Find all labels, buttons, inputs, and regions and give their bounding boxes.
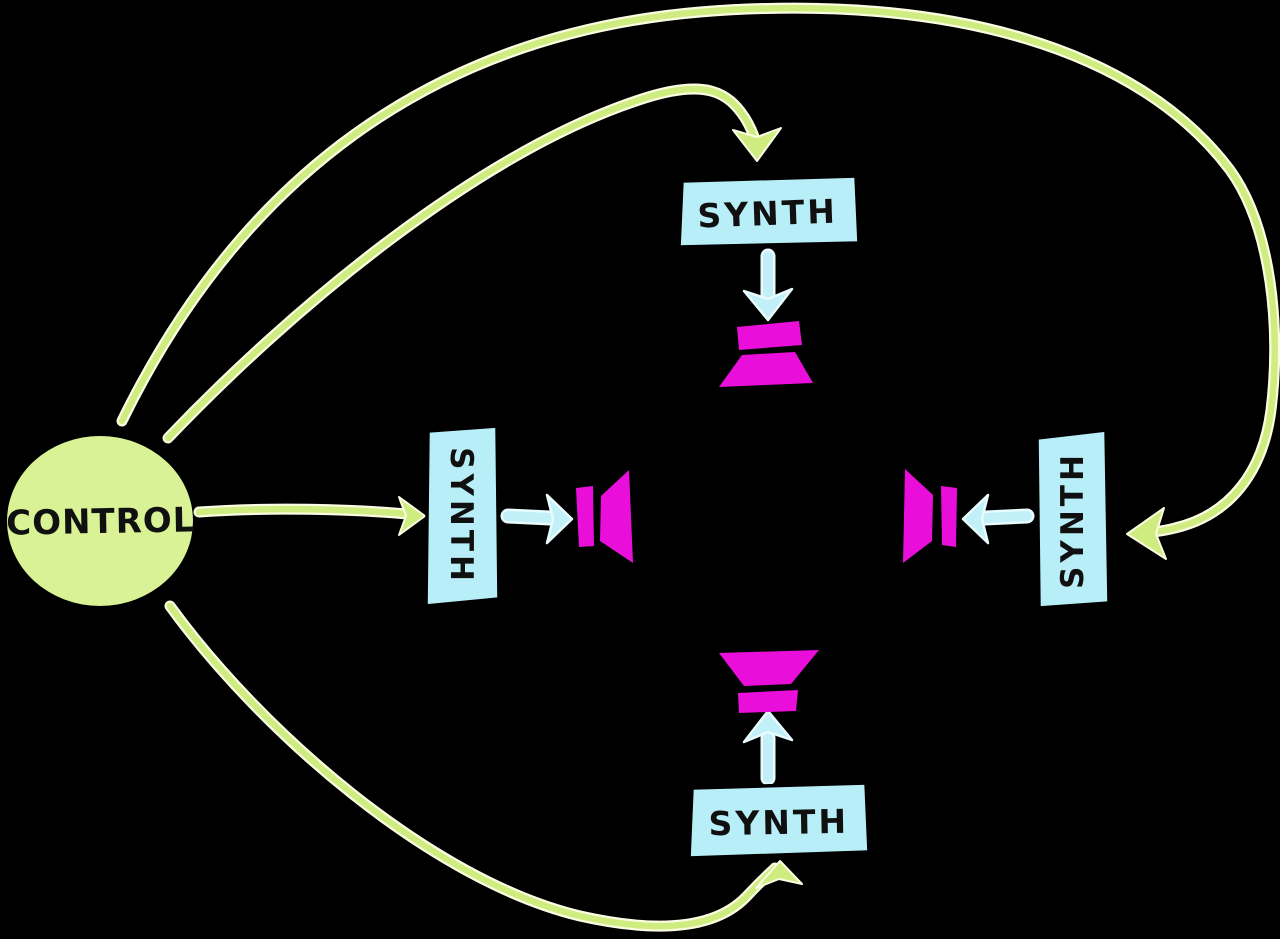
arrowhead-down-icon: [742, 287, 794, 322]
arrowhead-up-icon: [742, 709, 794, 744]
wire-line: [118, 4, 1278, 537]
signal-bottom-synth-to-speaker: [742, 709, 794, 786]
speaker-left-icon: [576, 470, 633, 563]
wire-control-to-right-synth: [116, 2, 1280, 560]
speaker-right-icon: [903, 469, 957, 563]
signal-line: [503, 511, 555, 523]
synth-label: SYNTH: [443, 447, 479, 585]
wire-halo: [164, 600, 781, 932]
arrowhead-down-icon: [732, 127, 782, 162]
signal-right-synth-to-speaker: [961, 493, 1035, 545]
speaker-top-icon: [719, 321, 813, 387]
synth-label: SYNTH: [697, 192, 839, 236]
speaker-magnet: [738, 690, 798, 713]
synth-node-right: SYNTH: [1035, 428, 1111, 610]
synth-node-left: SYNTH: [424, 424, 501, 608]
synth-node-top: SYNTH: [677, 174, 861, 249]
speaker-cone: [719, 650, 819, 686]
arrowhead-up-icon: [755, 860, 803, 889]
wire-line: [195, 505, 411, 518]
speaker-cone: [719, 352, 813, 387]
signal-line: [980, 511, 1032, 523]
speaker-magnet: [941, 486, 957, 547]
signal-left-synth-to-speaker: [500, 493, 574, 545]
control-node: CONTROL: [6, 436, 196, 606]
synth-label: SYNTH: [1055, 451, 1091, 589]
control-circle: [7, 436, 193, 606]
wire-control-to-bottom-synth: [164, 600, 803, 932]
synth-node-bottom: SYNTH: [687, 781, 871, 860]
wire-control-to-top-synth: [162, 83, 782, 444]
speaker-cone: [903, 469, 933, 563]
synth-label: SYNTH: [708, 802, 849, 843]
arrowhead-left-icon: [961, 493, 990, 545]
synth-box: [424, 424, 501, 608]
wire-halo: [162, 83, 763, 444]
synth-box: [677, 174, 861, 249]
speaker-magnet: [737, 321, 802, 350]
wire-control-to-left-synth: [193, 496, 426, 536]
arrowhead-right-icon: [398, 496, 426, 536]
speaker-bottom-icon: [719, 650, 819, 713]
synth-box: [687, 781, 871, 860]
signal-top-synth-to-speaker: [742, 248, 794, 322]
control-label: CONTROL: [6, 500, 196, 543]
wire-line: [166, 602, 779, 930]
synth-box: [1035, 428, 1111, 610]
arrowhead-right-icon: [545, 493, 574, 545]
wire-line: [164, 85, 761, 442]
arrowhead-left-icon: [1126, 507, 1167, 560]
speaker-magnet: [576, 486, 594, 547]
speaker-cone: [600, 470, 633, 563]
